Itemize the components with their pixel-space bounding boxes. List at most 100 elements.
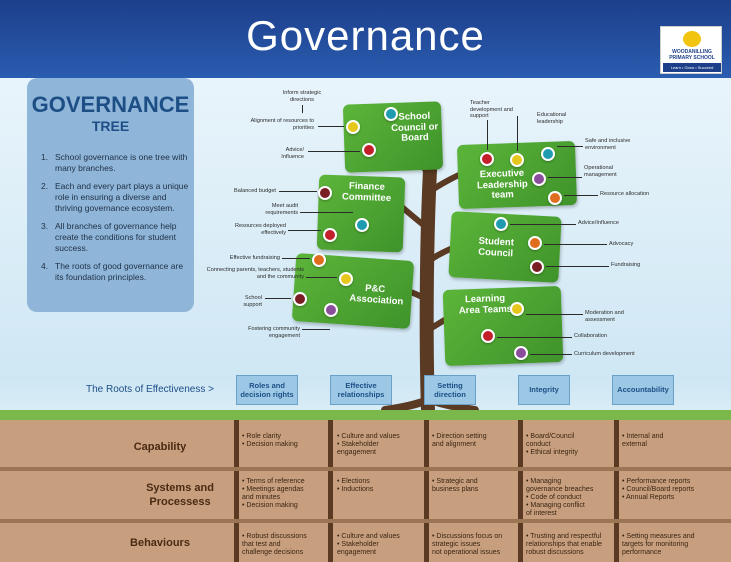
table-cell: • Managing governance breaches• Code of … [526,478,594,517]
label-safe: Safe and inclusive environment [585,138,631,151]
table-cell: • Robust discussions that test and chall… [242,533,307,556]
label-curriculum: Curriculum development [574,351,635,357]
label-eff-fund: Effective fundraising [229,255,280,261]
connector-line [510,224,576,225]
panel-subtitle: TREE [91,118,130,134]
connector-line [517,116,518,151]
table-cell: • Setting measures and targets for monit… [622,533,695,556]
red-ball-icon [481,329,495,343]
maroon-ball-icon [318,186,332,200]
root-tag-relationships: Effective relationships [330,375,392,405]
box-label: P&C Association [349,282,404,308]
root-line [518,420,523,562]
sun-icon [683,31,701,47]
teal-ball-icon [541,147,555,161]
yellow-ball-icon [339,272,353,286]
connector-line [302,105,303,113]
red-ball-icon [480,152,494,166]
root-line [328,420,333,562]
principle-item: 1.School governance is one tree with man… [41,152,188,173]
label-operational: Operational management [584,165,617,178]
connector-line [318,126,344,127]
red-ball-icon [362,143,376,157]
label-advice-board: Advice/ Influence [281,147,304,160]
purple-ball-icon [514,346,528,360]
teal-ball-icon [355,218,369,232]
root-line [234,420,239,562]
root-tag-integrity: Integrity [518,375,570,405]
red-ball-icon [323,228,337,242]
connector-line [279,191,317,192]
label-advocacy: Advocacy [609,241,634,247]
principles-list: 1.School governance is one tree with man… [41,152,189,290]
label-fundraising: Fundraising [611,262,641,268]
label-balanced: Balanced budget [234,188,276,194]
connector-line [306,277,337,278]
grass-strip [0,410,731,420]
principle-item: 4.The roots of good governance are its f… [41,261,184,282]
root-line [424,420,429,562]
box-label: Finance Committee [341,180,392,204]
table-cell: • Role clarity• Decision making [242,433,298,448]
label-moderation: Moderation and assessment [585,310,624,323]
root-line [614,420,619,562]
connector-line [557,146,583,147]
roots-label: The Roots of Effectiveness > [86,384,214,395]
table-cell: • Trusting and respectful relationships … [526,533,602,556]
connector-line [564,195,598,196]
label-resource-alloc: Resource allocation [600,191,650,197]
logo-line-1: WOODANILLING [672,49,712,55]
connector-line [288,230,321,231]
root-tag-direction: Setting direction [424,375,476,405]
purple-ball-icon [532,172,546,186]
row-label: Behaviours [130,537,190,549]
logo-line-2: PRIMARY SCHOOL [669,55,715,61]
connector-line [497,337,572,338]
orange-ball-icon [528,236,542,250]
school-logo: WOODANILLING PRIMARY SCHOOL Learn • Grow… [660,26,722,74]
label-deployed: Resources deployed effectively [235,223,286,236]
label-sc-advice: Advice/Influence [578,220,620,226]
connector-line [548,177,582,178]
box-label: Student Council [478,235,515,259]
connector-line [300,212,353,213]
principle-item: 3.All branches of governance help create… [41,221,177,253]
yellow-ball-icon [346,120,360,134]
table-cell: • Elections• Inductions [337,478,374,493]
label-collaboration: Collaboration [574,333,607,339]
teal-ball-icon [384,107,398,121]
connector-line [530,354,572,355]
maroon-ball-icon [293,292,307,306]
label-fostering: Fostering community engagement [248,326,300,339]
table-cell: • Terms of reference• Meetings agendas a… [242,478,305,509]
label-support: School support [243,295,262,308]
connector-line [282,258,310,259]
label-edu-leadership: Educational leadership [537,112,567,125]
label-connecting: Connecting parents, teachers, students a… [206,267,304,280]
soil-area [0,420,731,562]
yellow-ball-icon [510,153,524,167]
box-label: Learning Area Teams [458,292,513,317]
table-cell: • Strategic and business plans [432,478,479,493]
table-cell: • Direction setting and alignment [432,433,487,448]
connector-line [544,244,607,245]
connector-line [302,329,330,330]
label-inform: Inform strategic directions [282,90,322,103]
page-title: Governance [246,12,485,59]
connector-line [265,298,291,299]
label-audit: Meet audit requirements [265,203,298,216]
row-label: Capability [133,441,187,453]
governance-tree-panel: GOVERNANCE TREE 1.School governance is o… [27,78,194,312]
box-label: Executive Leadership team [476,167,528,201]
row-divider [0,519,731,523]
connector-line [526,314,583,315]
title-bar: Governance [0,0,731,78]
table-cell: • Internal and external [622,433,664,448]
root-tag-accountability: Accountability [612,375,674,405]
purple-ball-icon [324,303,338,317]
label-alignment: Alignment of resources to priorities [250,118,314,131]
root-tag-roles: Roles and decision rights [236,375,298,405]
pc-association-box[interactable]: P&C Association [291,252,415,330]
teal-ball-icon [494,217,508,231]
